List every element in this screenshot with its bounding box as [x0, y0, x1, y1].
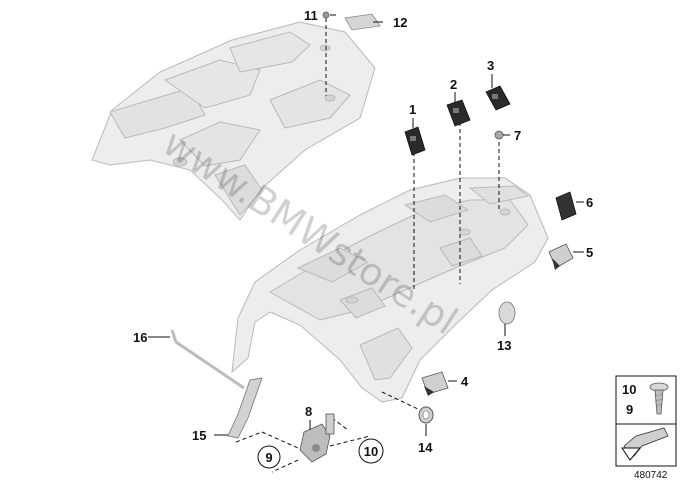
reference-number: 480742 [634, 470, 668, 481]
callout-10-circle [358, 438, 384, 464]
callout-9: 9 [265, 450, 272, 465]
callouts: 11 12 1 2 3 7 6 5 16 13 4 14 15 8 9 10 [133, 8, 593, 469]
callout-8: 8 [305, 404, 312, 419]
part-7-nut [494, 130, 504, 140]
part-4-clip [421, 371, 449, 396]
callout-1: 1 [409, 102, 416, 117]
callout-4: 4 [461, 374, 469, 389]
callout-2: 2 [450, 77, 457, 92]
part-5-clip [548, 243, 574, 270]
callout-12: 12 [393, 15, 407, 30]
part-15-lever [227, 377, 263, 439]
part-16-rod [170, 329, 245, 390]
callout-5: 5 [586, 245, 593, 260]
callout-14: 14 [418, 440, 433, 455]
assembly-lines [235, 18, 500, 473]
part-13-plug [498, 301, 516, 325]
callout-13: 13 [497, 338, 511, 353]
callout-10: 10 [364, 444, 378, 459]
part-6-clip [555, 191, 577, 221]
part-11-screw [322, 11, 330, 19]
callout-9-circle [257, 445, 281, 469]
legend-box: 10 9 [615, 375, 677, 467]
callout-7: 7 [514, 128, 521, 143]
part-8-lock [299, 413, 335, 463]
callout-3: 3 [487, 58, 494, 73]
part-12-pad [344, 13, 381, 31]
lower-carrier [231, 177, 549, 403]
part-1-clip [404, 126, 426, 156]
callout-11: 11 [304, 8, 318, 23]
callout-15: 15 [192, 428, 206, 443]
arrow-icon [621, 427, 669, 461]
upper-cover [91, 21, 376, 221]
callout-16: 16 [133, 330, 147, 345]
legend-number-top: 10 [622, 382, 636, 397]
leader-lines [148, 14, 584, 436]
screw-icon [649, 382, 669, 415]
part-3-clip [485, 85, 511, 111]
legend-number-bottom: 9 [626, 402, 633, 417]
part-2-clip [446, 99, 471, 127]
part-14-ring [418, 406, 434, 424]
callout-6: 6 [586, 195, 593, 210]
